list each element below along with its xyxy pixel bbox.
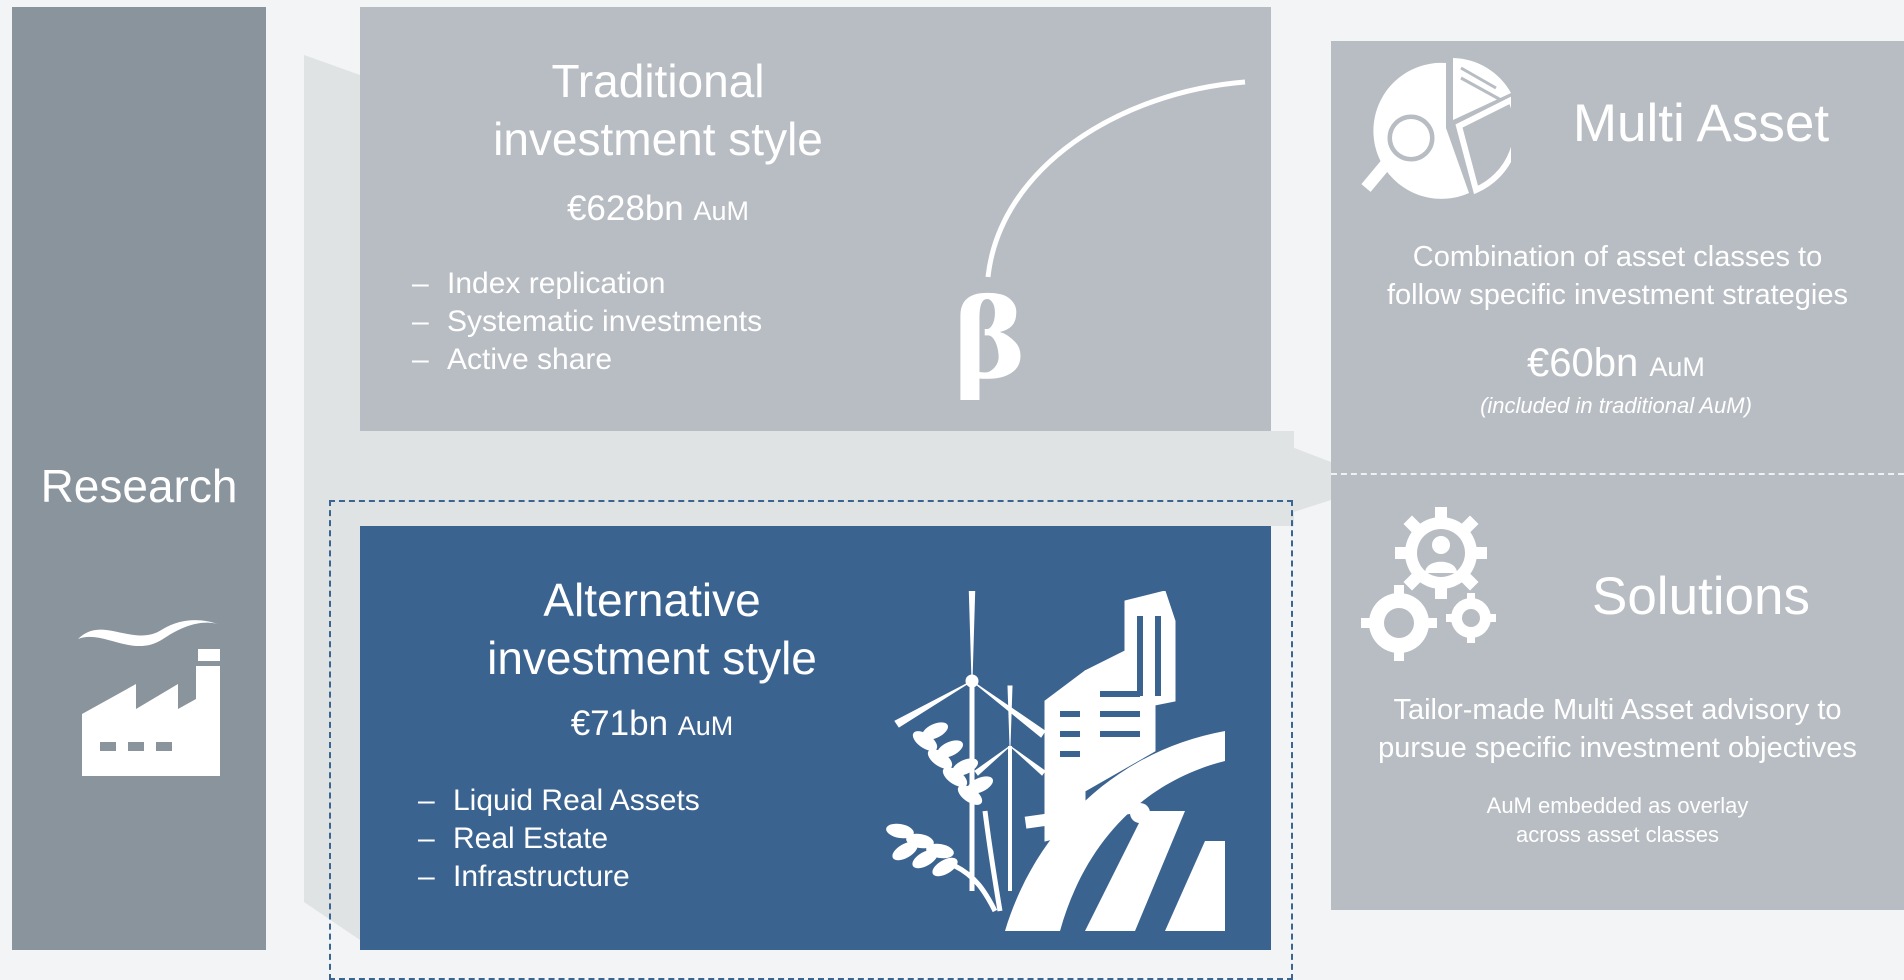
solutions-description: Tailor-made Multi Asset advisory to purs… bbox=[1378, 694, 1857, 764]
alternative-title: Alternative investment style bbox=[487, 574, 817, 684]
alpha-beta-graphic: α β bbox=[953, 79, 1246, 403]
research-label: Research bbox=[40, 460, 238, 512]
traditional-aum-suffix: AuM bbox=[693, 196, 750, 226]
list-item: –Real Estate bbox=[418, 822, 609, 855]
traditional-title: Traditional investment style bbox=[493, 55, 823, 165]
multi-asset-aum-suffix: AuM bbox=[1649, 352, 1705, 382]
list-item: –Liquid Real Assets bbox=[418, 784, 700, 817]
list-item: –Infrastructure bbox=[418, 860, 630, 893]
infrastructure-icon bbox=[886, 591, 1225, 931]
alpha-beta-curve bbox=[985, 79, 1246, 278]
gears-person-icon bbox=[1361, 507, 1496, 661]
alternative-box: Alternative investment style €71bn AuM –… bbox=[360, 526, 1271, 950]
alternative-list: –Liquid Real Assets –Real Estate –Infras… bbox=[418, 782, 700, 896]
traditional-list: –Index replication –Systematic investmen… bbox=[412, 265, 762, 379]
alternative-aum-suffix: AuM bbox=[677, 711, 734, 741]
multi-asset-title: Multi Asset bbox=[1572, 94, 1830, 153]
traditional-aum: €628bn AuM bbox=[418, 189, 898, 229]
solutions-title: Solutions bbox=[1591, 567, 1811, 626]
multi-asset-description: Combination of asset classes to follow s… bbox=[1387, 241, 1848, 311]
multi-asset-note: (included in traditional AuM) bbox=[1480, 393, 1752, 418]
beta-symbol: β bbox=[953, 274, 1026, 403]
multi-asset-aum: €60bn AuM bbox=[1331, 341, 1901, 386]
list-item: –Index replication bbox=[412, 267, 666, 300]
alternative-aum: €71bn AuM bbox=[412, 704, 892, 744]
horizontal-connector-band bbox=[304, 431, 1294, 526]
list-item: –Systematic investments bbox=[412, 305, 763, 338]
traditional-aum-value: €628bn bbox=[566, 189, 684, 228]
multi-asset-aum-value: €60bn bbox=[1527, 341, 1639, 385]
pie-chart-magnifier-icon bbox=[1361, 58, 1511, 199]
right-connector bbox=[1250, 431, 1331, 526]
factory-icon bbox=[78, 620, 220, 776]
alternative-aum-value: €71bn bbox=[570, 704, 669, 743]
research-column: Research bbox=[12, 7, 266, 950]
right-panel: Multi Asset Combination of asset classes… bbox=[1331, 41, 1904, 910]
traditional-box: Traditional investment style €628bn AuM … bbox=[360, 7, 1271, 431]
section-divider bbox=[1331, 473, 1904, 475]
solutions-note: AuM embedded as overlay across asset cla… bbox=[1486, 793, 1749, 847]
list-item: –Active share bbox=[412, 343, 613, 376]
